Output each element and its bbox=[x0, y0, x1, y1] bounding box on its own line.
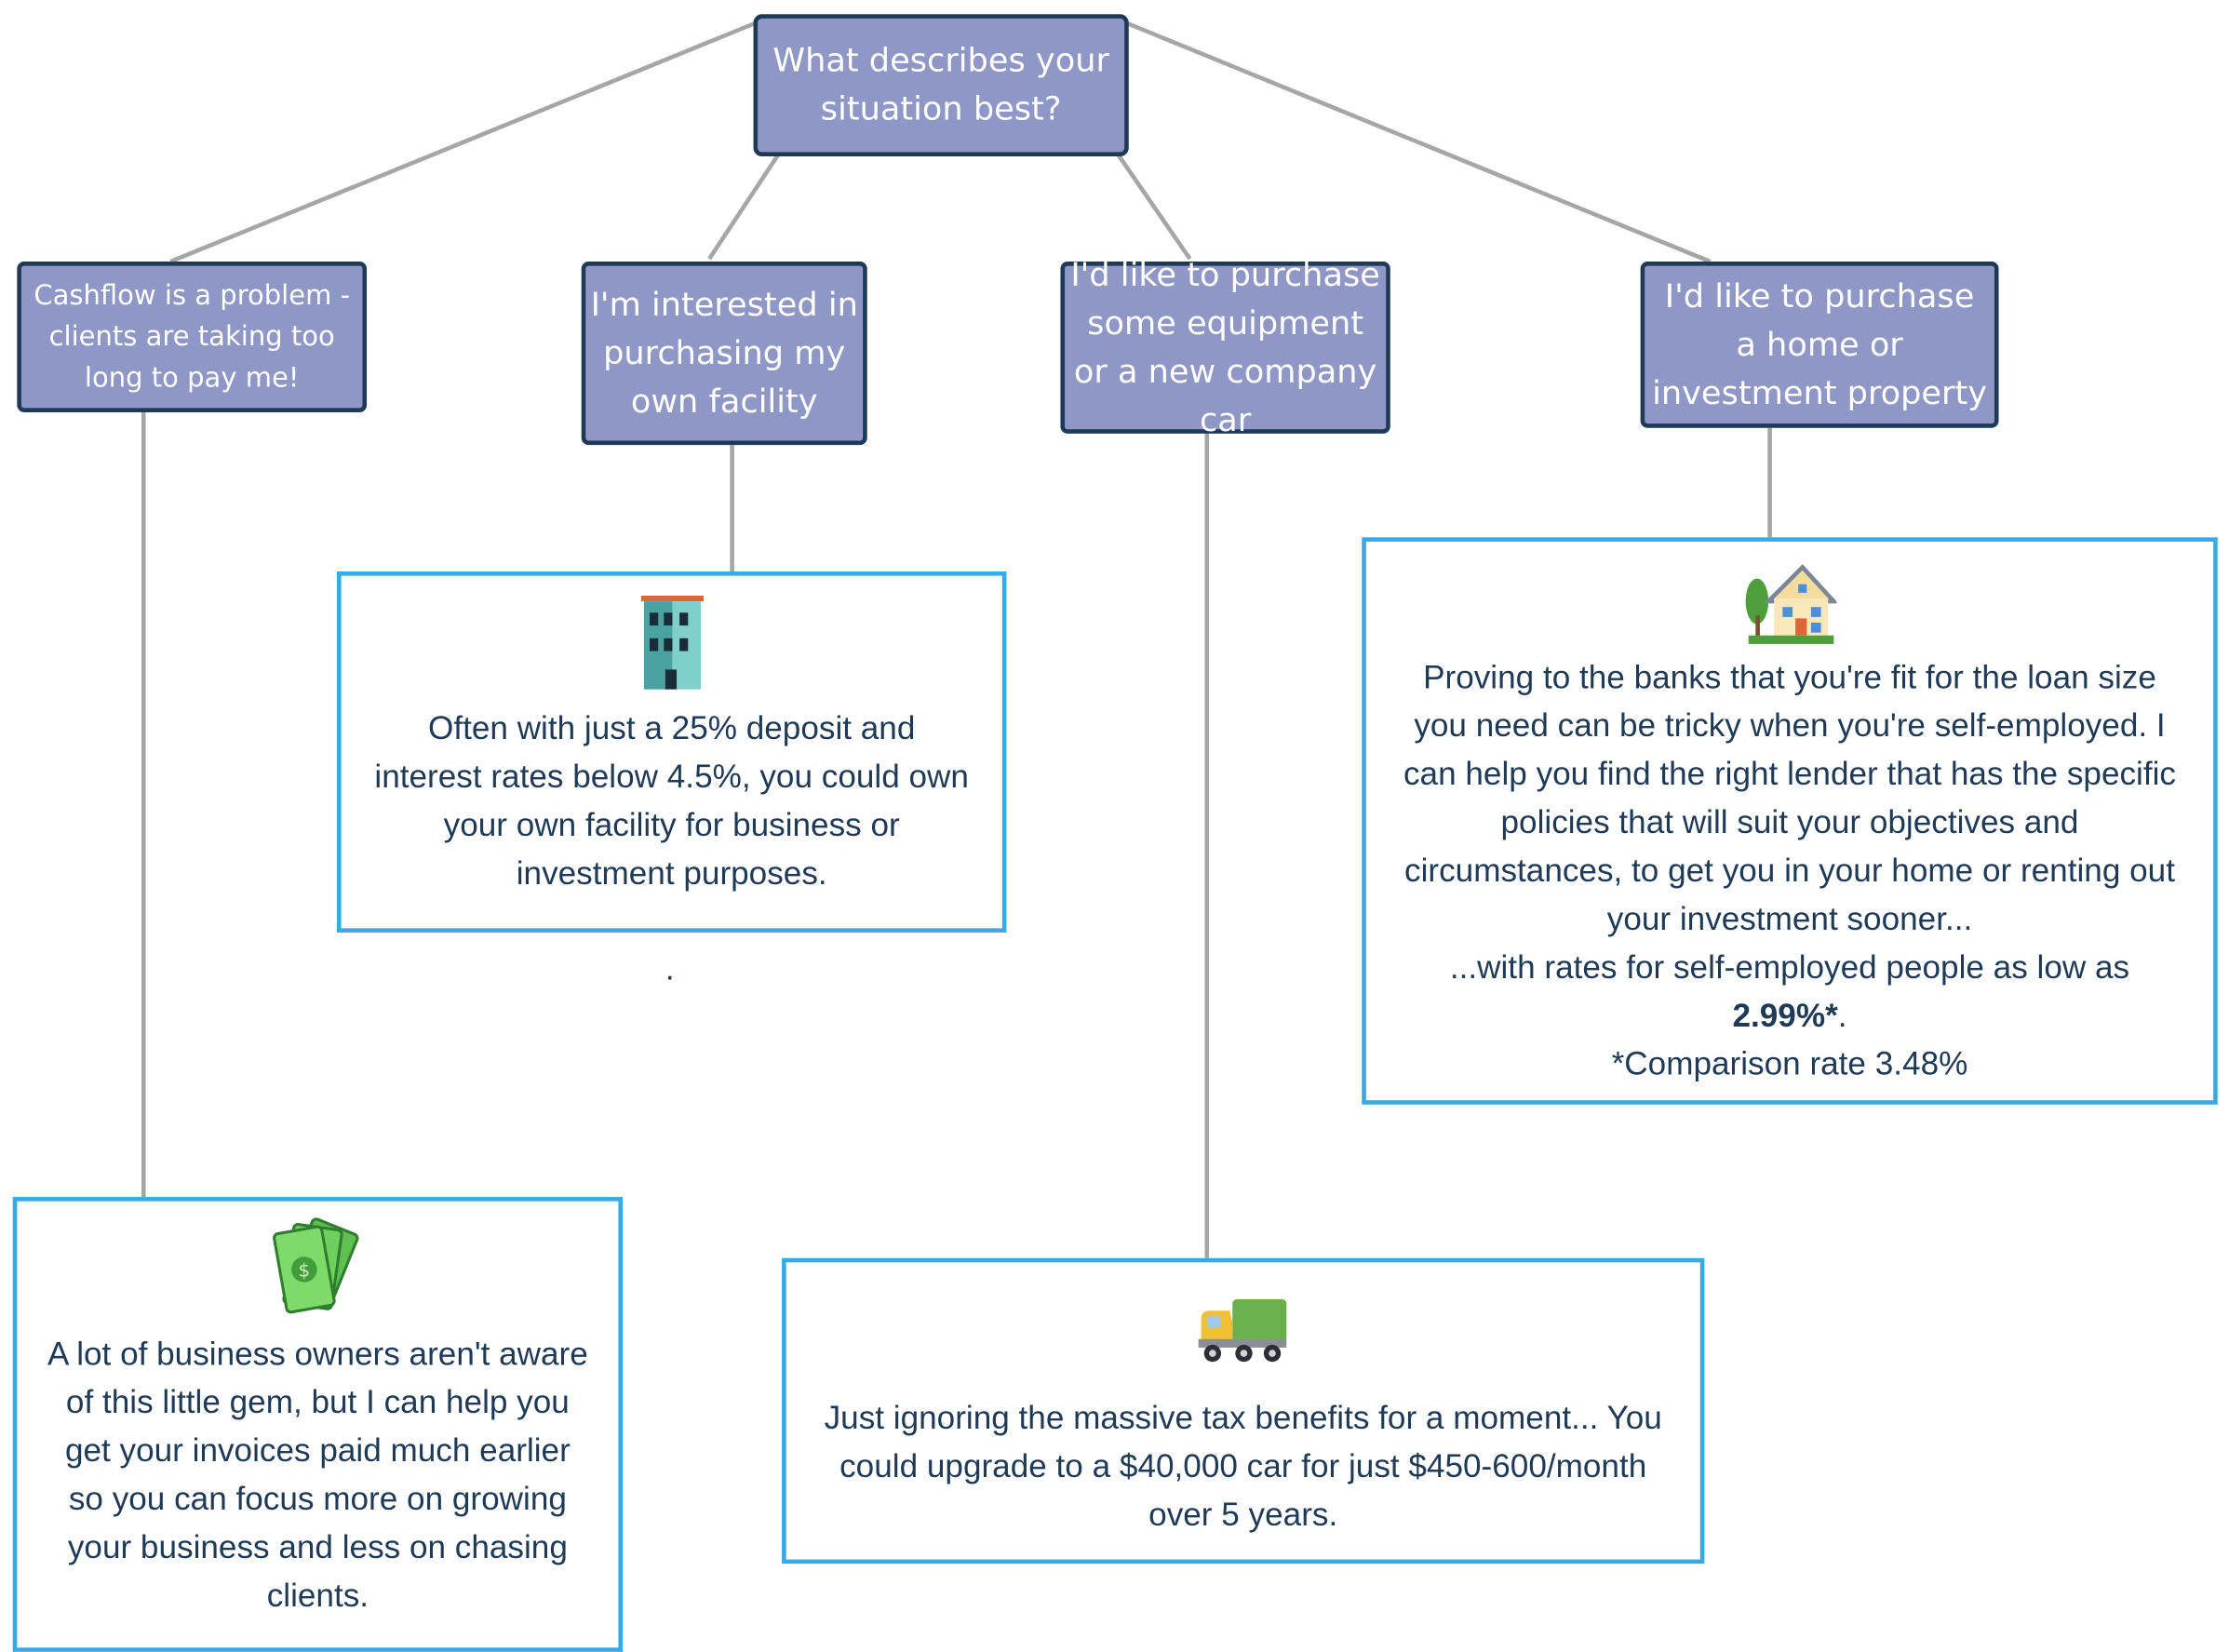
answer-home-comparison: *Comparison rate 3.48% bbox=[1611, 1044, 1968, 1082]
answer-equipment-text: Just ignoring the massive tax benefits f… bbox=[824, 1398, 1662, 1533]
root-question-text: What describes your situation best? bbox=[772, 42, 1109, 128]
answer-facility-trailing-mark: . bbox=[665, 949, 675, 987]
option-equipment: I'd like to purchase some equipment or a… bbox=[1060, 257, 1390, 438]
connector-root-home bbox=[1124, 20, 1712, 264]
connector-root-equipment bbox=[1115, 152, 1192, 261]
option-home-label: I'd like to purchase a home or investmen… bbox=[1652, 277, 1988, 412]
answer-cashflow-box: $ A lot of business owners aren't aware … bbox=[12, 1197, 624, 1652]
answer-facility-box: Often with just a 25% deposit and intere… bbox=[336, 571, 1007, 933]
house-icon bbox=[1745, 564, 1837, 644]
option-facility: I'm interested in purchasing my own faci… bbox=[581, 262, 867, 446]
option-cashflow-label: Cashflow is a problem - clients are taki… bbox=[34, 279, 351, 394]
answer-equipment-box: Just ignoring the massive tax benefits f… bbox=[782, 1257, 1705, 1565]
answer-home-rate-intro: ...with rates for self-employed people a… bbox=[1449, 947, 2130, 986]
answer-facility-text: Often with just a 25% deposit and intere… bbox=[374, 709, 969, 892]
root-question-box: What describes your situation best? bbox=[753, 14, 1129, 157]
answer-home-box: Proving to the banks that you're fit for… bbox=[1362, 537, 2218, 1105]
connector-root-facility bbox=[707, 152, 781, 261]
answer-home-rate-end: . bbox=[1837, 996, 1847, 1034]
option-home: I'd like to purchase a home or investmen… bbox=[1640, 262, 1999, 428]
option-facility-label: I'm interested in purchasing my own faci… bbox=[590, 286, 858, 421]
truck-icon bbox=[1197, 1299, 1286, 1363]
answer-home-text: Proving to the banks that you're fit for… bbox=[1403, 658, 2176, 937]
option-cashflow: Cashflow is a problem - clients are taki… bbox=[17, 262, 368, 412]
answer-cashflow-text: A lot of business owners aren't aware of… bbox=[47, 1335, 588, 1614]
answer-home-rate-line: 2.99%*. bbox=[1394, 991, 2184, 1040]
office-building-icon bbox=[640, 595, 704, 690]
connector-root-cashflow bbox=[169, 20, 758, 264]
money-icon: $ bbox=[272, 1217, 358, 1314]
svg-text:$: $ bbox=[298, 1260, 310, 1282]
option-equipment-label: I'd like to purchase some equipment or a… bbox=[1070, 256, 1380, 439]
answer-home-rate: 2.99%* bbox=[1732, 996, 1838, 1034]
